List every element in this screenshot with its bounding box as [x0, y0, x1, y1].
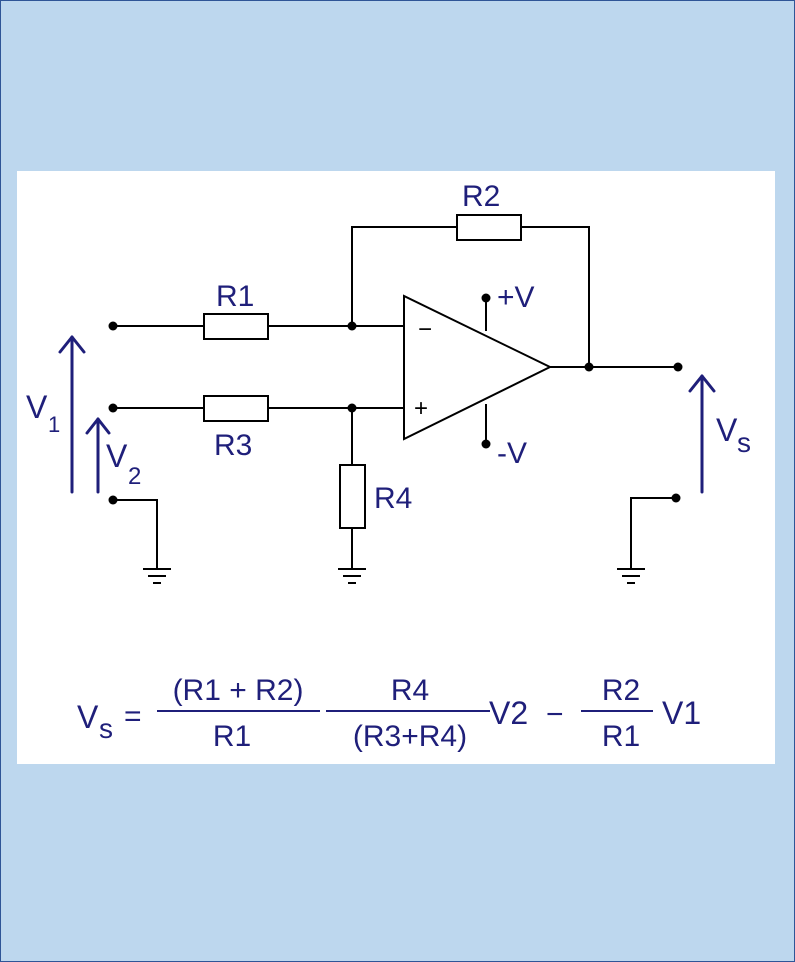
noninverting-input-sign: + [414, 395, 428, 422]
terminal-input-ground [108, 495, 118, 505]
terminal-v1 [108, 321, 118, 331]
wire-input-ground [113, 499, 158, 568]
node-inverting [347, 321, 357, 331]
resistor-r2 [456, 214, 522, 241]
eq-frac2-numerator: R4 [391, 674, 429, 707]
wire-output-ground [630, 497, 676, 568]
v1-main: V [26, 389, 48, 425]
eq-v1: V1 [662, 695, 701, 731]
wire-feedback-left [351, 226, 457, 326]
circuit-wires [113, 226, 678, 568]
label-vs: V s [716, 412, 751, 458]
label-v2: V 2 [106, 438, 141, 490]
terminal-positive-supply [481, 293, 491, 303]
inverting-input-sign: − [418, 316, 432, 343]
v2-arrow-icon [85, 417, 111, 494]
v2-subscript: 2 [128, 463, 141, 490]
resistor-r3 [203, 395, 269, 422]
label-r4: R4 [374, 482, 412, 515]
eq-frac3-denominator: R1 [602, 720, 640, 753]
opamp-triangle [403, 294, 553, 441]
vs-main: V [716, 412, 738, 448]
eq-lhs-main: V [77, 699, 99, 735]
label-r2: R2 [462, 180, 500, 213]
eq-frac2-denominator: (R3+R4) [353, 720, 467, 753]
eq-equals: = [124, 700, 142, 733]
label-r3: R3 [214, 429, 252, 462]
eq-frac1-numerator: (R1 + R2) [173, 674, 304, 707]
terminal-negative-supply [481, 439, 491, 449]
terminal-output-ground [671, 493, 681, 503]
node-output [584, 362, 594, 372]
gain-equation: V s = (R1 + R2) R1 R4 (R3+R4) V2 − R2 R1… [77, 674, 701, 753]
terminal-v2 [108, 403, 118, 413]
ground-icon [143, 568, 171, 584]
vs-subscript: s [737, 427, 751, 458]
vs-arrow-icon [688, 374, 716, 494]
ground-icon [617, 568, 645, 584]
v2-main: V [106, 438, 128, 474]
resistor-r1 [203, 313, 269, 340]
circuit-nodes [108, 293, 683, 505]
eq-frac1-denominator: R1 [213, 720, 251, 753]
label-negative-supply: -V [497, 437, 527, 470]
label-v1: V 1 [26, 389, 60, 437]
wire-feedback-right [521, 226, 590, 367]
eq-frac3-numerator: R2 [602, 674, 640, 707]
ground-icon [338, 568, 366, 584]
eq-lhs-subscript: s [99, 713, 113, 744]
node-noninverting [347, 403, 357, 413]
eq-v2: V2 [489, 695, 528, 731]
circuit-panel [17, 171, 775, 764]
eq-minus: − [546, 698, 564, 731]
v1-arrow-icon [58, 335, 86, 494]
label-positive-supply: +V [497, 281, 535, 314]
v1-subscript: 1 [48, 412, 60, 437]
resistor-r4 [339, 464, 366, 529]
label-r1: R1 [216, 280, 254, 313]
terminal-output [673, 362, 683, 372]
ground-symbols [143, 568, 645, 584]
